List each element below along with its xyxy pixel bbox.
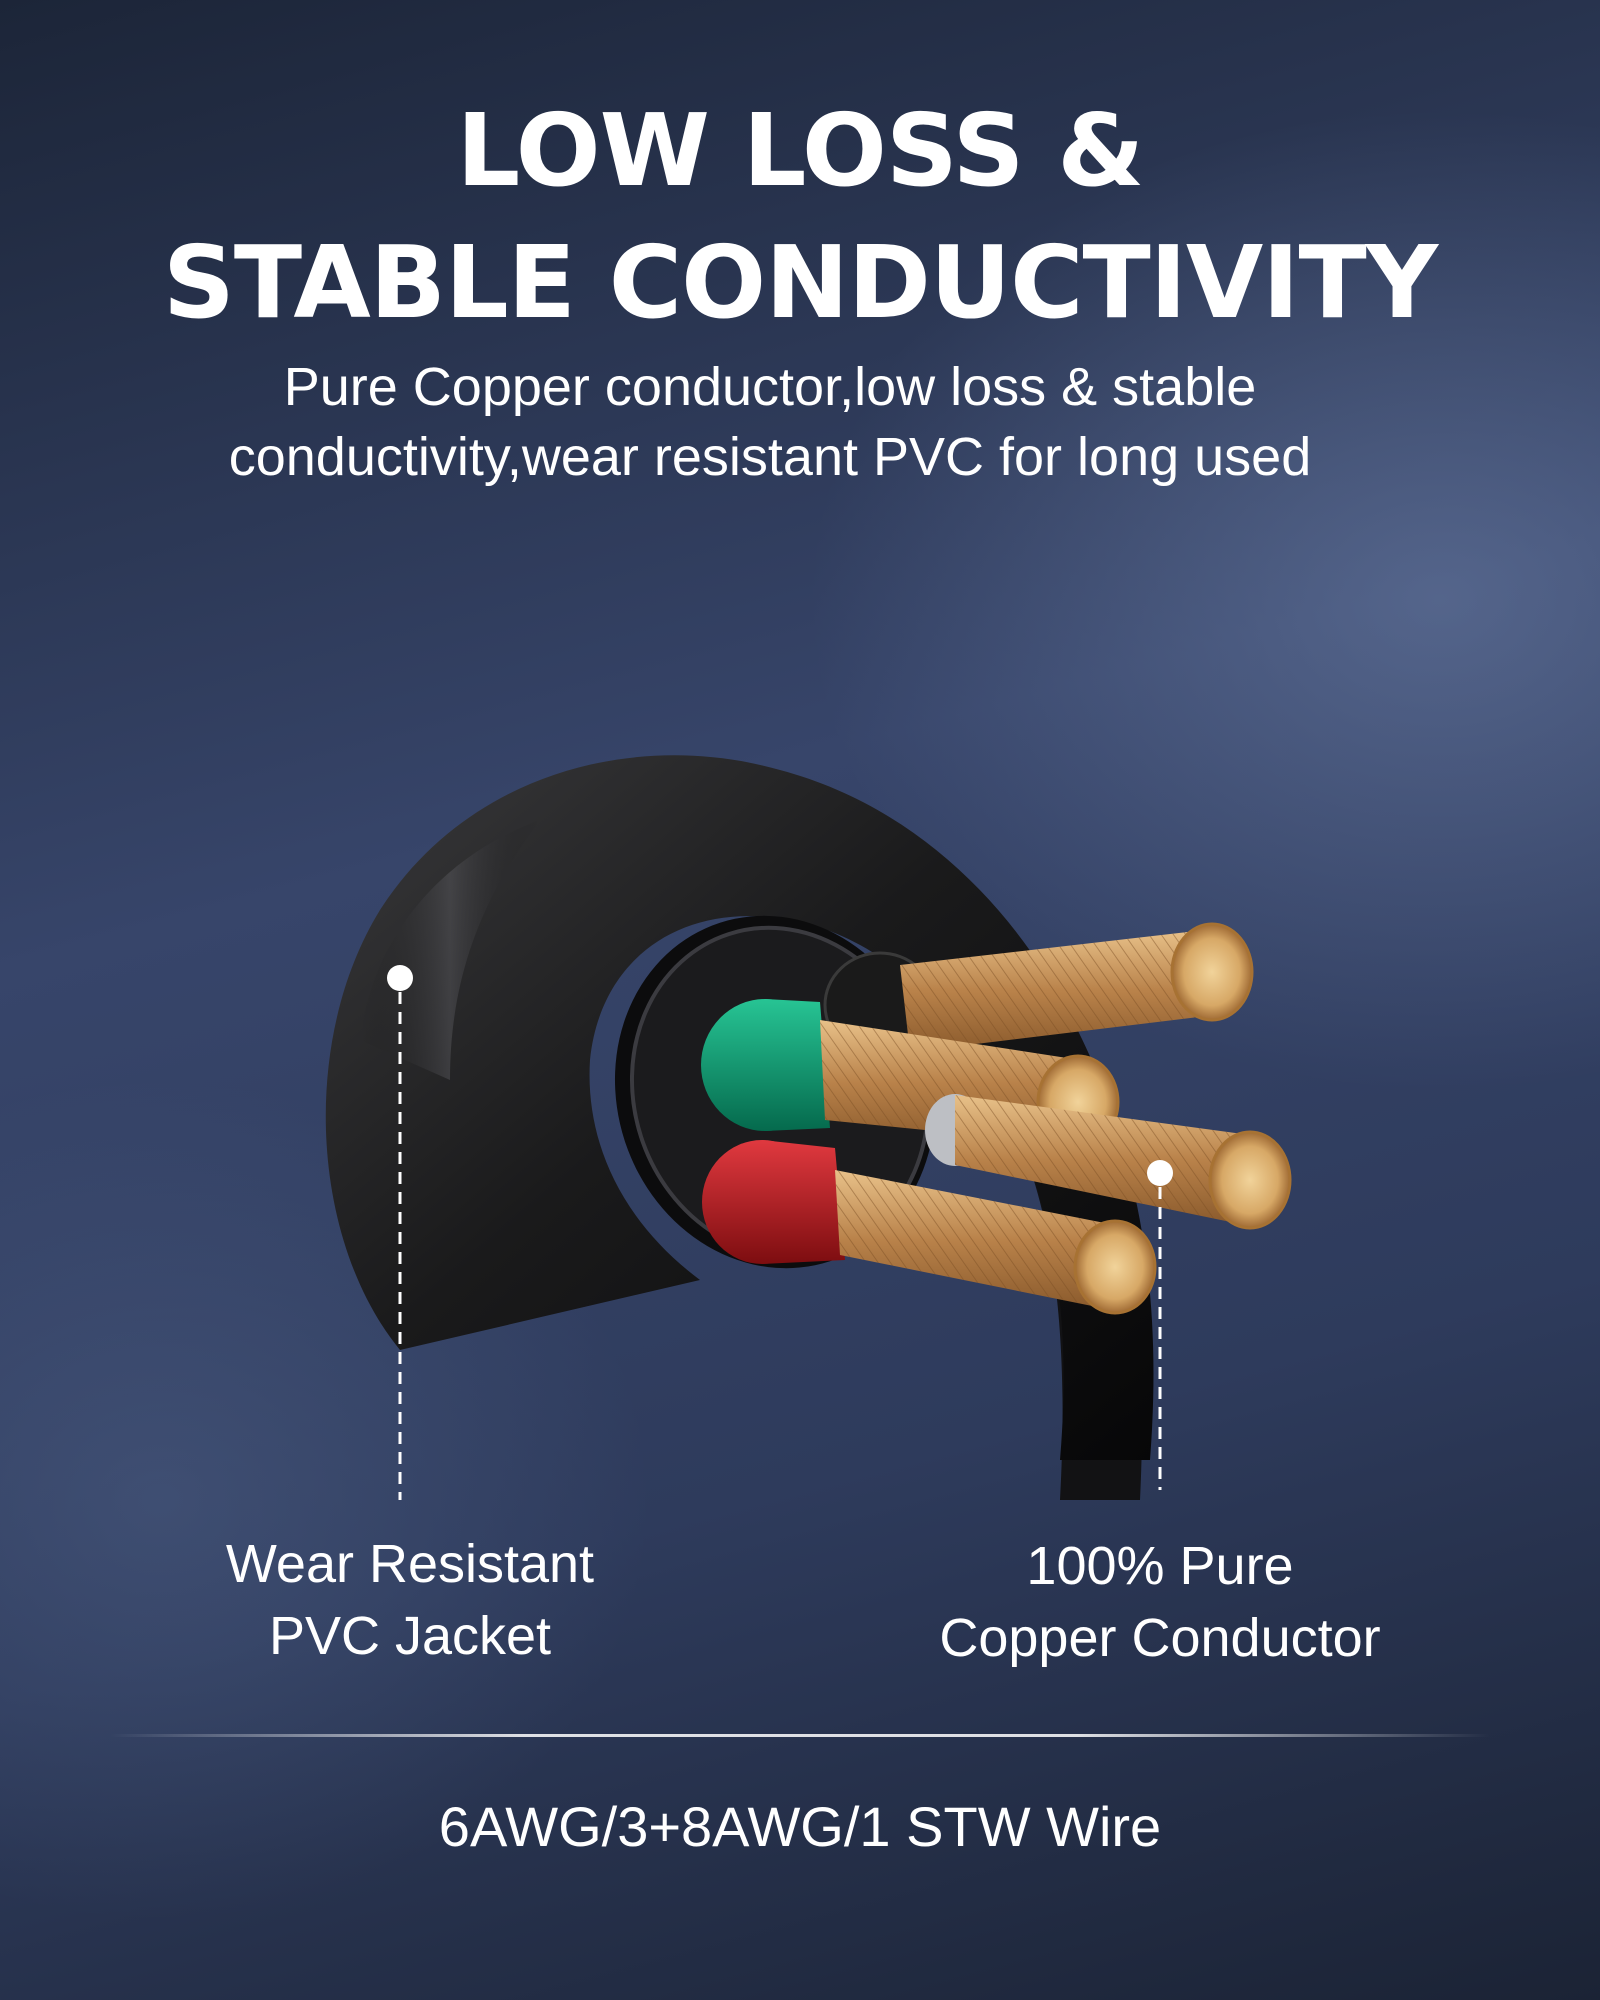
callout-pvc-jacket-line-2: PVC Jacket	[268, 1606, 552, 1666]
cable-loop	[325, 755, 1154, 1460]
headline-line-1: LOW LOSS &	[456, 92, 1144, 209]
subheadline-line-1: Pure Copper conductor,low loss & stable	[283, 357, 1257, 417]
callout-pvc-jacket-line-1: Wear Resistant	[225, 1534, 595, 1594]
cable-illustration	[325, 755, 1292, 1500]
callout-copper-conductor-line-2: Copper Conductor	[939, 1608, 1381, 1668]
headline: LOW LOSS & STABLE CONDUCTIVITY	[0, 85, 1600, 349]
subheadline-line-2: conductivity,wear resistant PVC for long…	[228, 427, 1312, 487]
cable-sheen	[360, 820, 540, 1080]
green-insulation-sleeve	[765, 999, 830, 1131]
callout-pvc-jacket: Wear Resistant PVC Jacket	[140, 1528, 680, 1672]
copper-end-red	[1073, 1219, 1157, 1315]
conductor-marker-dot	[1147, 1160, 1173, 1186]
headline-line-2: STABLE CONDUCTIVITY	[162, 224, 1438, 341]
subheadline: Pure Copper conductor,low loss & stable …	[0, 352, 1540, 492]
jacket-marker-dot	[387, 965, 413, 991]
red-insulation-sleeve	[762, 1140, 845, 1264]
divider-line	[110, 1734, 1490, 1737]
callout-copper-conductor-line-1: 100% Pure	[1026, 1536, 1294, 1596]
copper-end-back	[1170, 922, 1254, 1022]
wire-spec: 6AWG/3+8AWG/1 STW Wire	[438, 1795, 1162, 1858]
callout-copper-conductor: 100% Pure Copper Conductor	[880, 1530, 1440, 1674]
copper-end-right	[1208, 1130, 1292, 1230]
